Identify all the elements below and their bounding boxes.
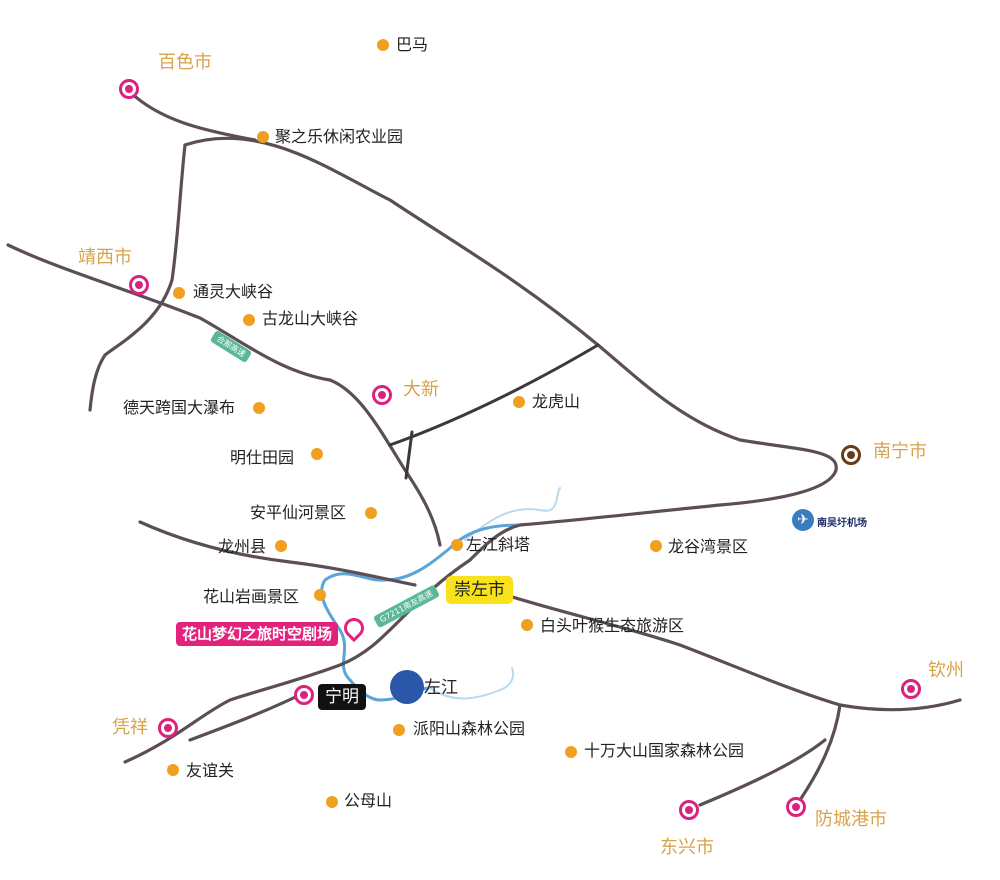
road-dongxing	[698, 738, 827, 807]
airplane-icon[interactable]: ✈	[792, 509, 814, 531]
spot-marker-mingshi[interactable]	[311, 448, 323, 460]
city-label-fangchenggang: 防城港市	[815, 809, 887, 830]
river-light-north	[464, 487, 561, 541]
spot-label-tongling: 通灵大峡谷	[193, 282, 274, 301]
city-label-jingxi: 靖西市	[78, 247, 132, 268]
spot-label-gongmu: 公母山	[344, 791, 393, 810]
spot-marker-gongmu[interactable]	[326, 796, 338, 808]
spot-label-longhushan: 龙虎山	[532, 392, 581, 411]
road-connector-2	[404, 430, 414, 480]
spot-marker-zuojiang-tower[interactable]	[451, 539, 463, 551]
spot-label-longzhou: 龙州县	[218, 537, 267, 556]
zuojiang-dot[interactable]	[390, 670, 424, 704]
spot-marker-huashan[interactable]	[314, 589, 326, 601]
city-marker-dongxing[interactable]	[679, 800, 699, 820]
road-longzhou	[138, 520, 417, 587]
airport-label: 南吴圩机场	[817, 518, 867, 529]
spot-marker-gulongshan[interactable]	[243, 314, 255, 326]
spot-marker-longhushan[interactable]	[513, 396, 525, 408]
city-marker-daxin[interactable]	[372, 385, 392, 405]
spot-marker-paiyang[interactable]	[393, 724, 405, 736]
city-label-nanning: 南宁市	[873, 441, 927, 462]
city-label-daxin: 大新	[403, 379, 439, 400]
spot-label-mingshi: 明仕田园	[230, 448, 295, 467]
spot-label-youyiguan: 友谊关	[186, 761, 235, 780]
city-label-baise: 百色市	[158, 52, 212, 73]
spot-marker-longzhou[interactable]	[275, 540, 287, 552]
road-fangcheng	[798, 703, 842, 802]
road-connector-1	[388, 343, 600, 447]
zuojiang-label: 左江	[424, 678, 458, 698]
spot-marker-tongling[interactable]	[173, 287, 185, 299]
spot-marker-juzhile[interactable]	[257, 131, 269, 143]
spot-marker-shiwan[interactable]	[565, 746, 577, 758]
city-marker-pingxiang[interactable]	[158, 718, 178, 738]
spot-label-gulongshan: 古龙山大峡谷	[262, 309, 359, 328]
spot-label-huashan: 花山岩画景区	[203, 587, 300, 606]
city-marker-baise[interactable]	[119, 79, 139, 99]
city-marker-ningming[interactable]	[294, 685, 314, 705]
river-light-east	[429, 667, 515, 700]
road-ningming-pingxiang	[188, 688, 312, 742]
spot-label-shiwan: 十万大山国家森林公园	[584, 741, 745, 760]
spot-label-juzhile: 聚之乐休闲农业园	[275, 127, 404, 146]
spot-label-baitou: 白头叶猴生态旅游区	[540, 616, 685, 635]
road-baise-west	[128, 90, 257, 142]
spot-label-zuojiang-tower: 左江斜塔	[466, 535, 531, 554]
spot-label-anping: 安平仙河景区	[250, 503, 347, 522]
spot-marker-detian[interactable]	[253, 402, 265, 414]
road-north-loop	[183, 136, 838, 562]
city-label-pingxiang: 凭祥	[112, 717, 148, 738]
spot-label-detian: 德天跨国大瀑布	[123, 398, 236, 417]
city-box-ningming[interactable]: 宁明	[318, 684, 366, 710]
road-chongzuo-east	[488, 588, 962, 712]
spot-marker-bama[interactable]	[377, 39, 389, 51]
city-marker-qinzhou[interactable]	[901, 679, 921, 699]
road-baise-jingxi-west	[88, 143, 187, 412]
road-jingxi-daxin	[6, 243, 442, 547]
city-label-qinzhou: 钦州	[928, 660, 964, 681]
spot-marker-longguwan[interactable]	[650, 540, 662, 552]
city-box-chongzuo[interactable]: 崇左市	[446, 576, 513, 604]
city-marker-nanning[interactable]	[841, 445, 861, 465]
spot-marker-youyiguan[interactable]	[167, 764, 179, 776]
spot-marker-baitou[interactable]	[521, 619, 533, 631]
city-marker-fangchenggang[interactable]	[786, 797, 806, 817]
spot-marker-anping[interactable]	[365, 507, 377, 519]
spot-label-bama: 巴马	[396, 35, 429, 54]
theater-label[interactable]: 花山梦幻之旅时空剧场	[176, 622, 339, 646]
spot-label-longguwan: 龙谷湾景区	[668, 537, 749, 556]
city-marker-jingxi[interactable]	[129, 275, 149, 295]
spot-label-paiyang: 派阳山森林公园	[413, 719, 526, 738]
city-label-dongxing: 东兴市	[660, 837, 714, 858]
